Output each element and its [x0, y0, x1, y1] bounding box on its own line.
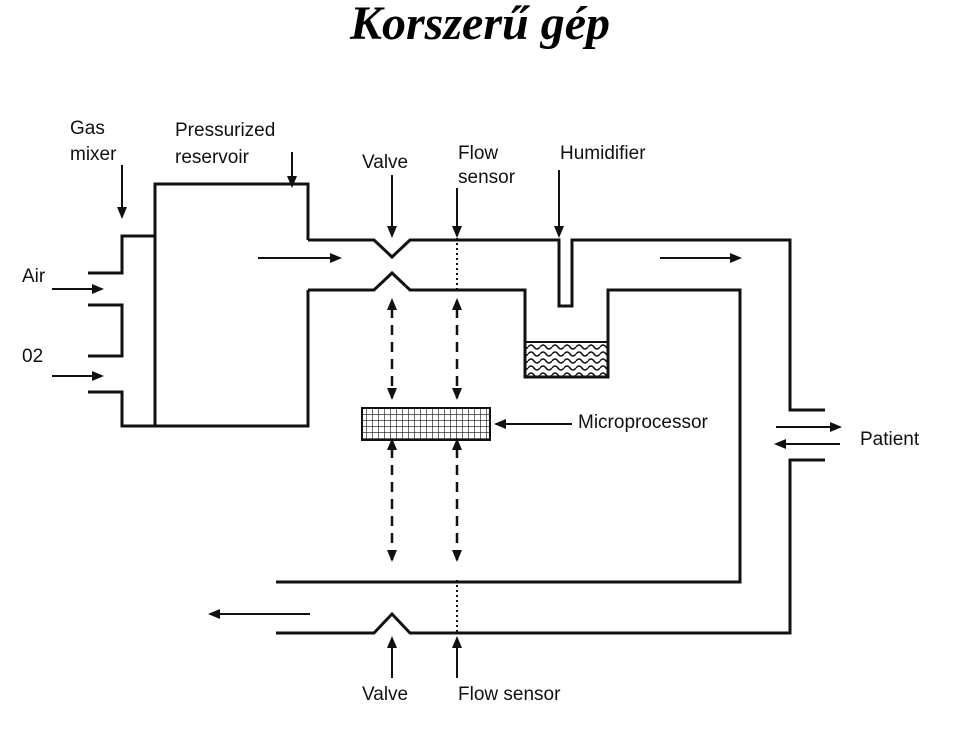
humidifier-water [524, 341, 609, 378]
inspiratory-tube-top [308, 238, 825, 412]
flow-sensor-bottom-label: Flow sensor [458, 684, 561, 705]
patient-label: Patient [860, 429, 920, 450]
flow-sensor-top-label-2: sensor [458, 167, 516, 188]
humidifier-label: Humidifier [560, 143, 646, 164]
valve-top-label: Valve [362, 152, 408, 173]
air-label: Air [22, 266, 46, 287]
reservoir-label: Pressurized [175, 120, 275, 141]
gas-mixer [88, 234, 155, 428]
expiratory-tube [276, 458, 825, 635]
page-title: Korszerű gép [349, 0, 611, 50]
microprocessor-block [361, 407, 491, 441]
valve-bottom-label: Valve [362, 684, 408, 705]
flow-sensor-top-label: Flow [458, 143, 498, 164]
microprocessor-label: Microprocessor [578, 412, 709, 433]
o2-label: 02 [22, 346, 43, 367]
gas-mixer-label-2: mixer [70, 144, 117, 165]
reservoir-label-2: reservoir [175, 147, 250, 168]
reservoir-bottom [155, 290, 310, 428]
gas-mixer-label: Gas [70, 118, 105, 139]
pressurized-reservoir [153, 182, 310, 426]
